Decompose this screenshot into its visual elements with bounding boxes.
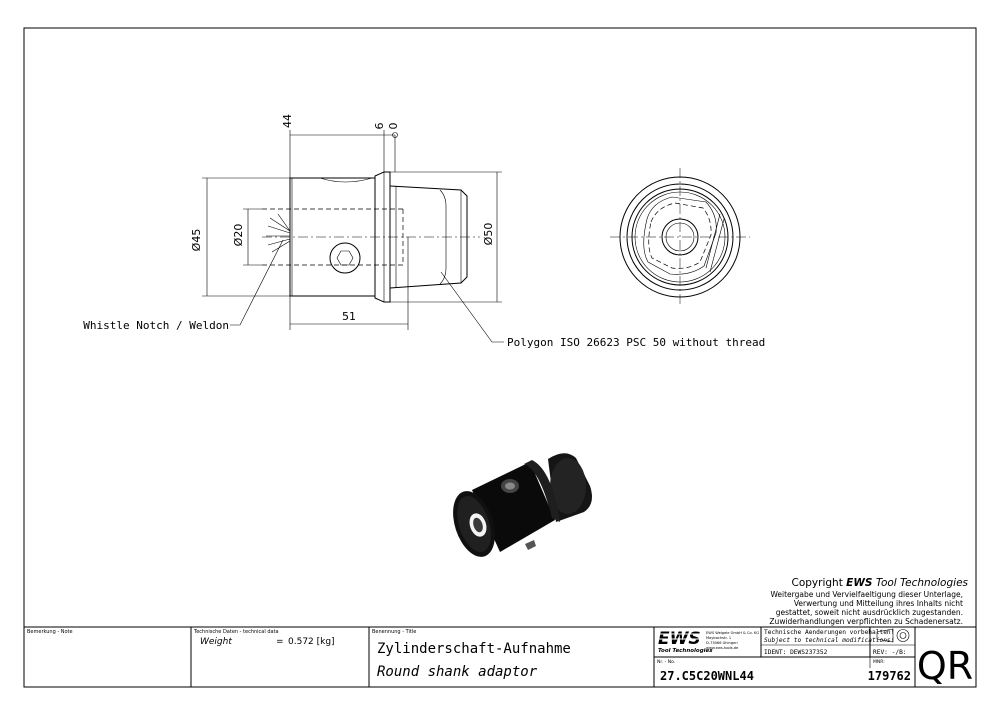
polygon-callout: Polygon ISO 26623 PSC 50 without thread <box>507 336 765 349</box>
copyright-title: Copyright EWS Tool Technologies <box>792 577 969 589</box>
dim-d45: Ø45 <box>190 177 290 297</box>
dim-44-label: 44 <box>281 114 294 128</box>
dim-d50: Ø50 <box>390 171 502 303</box>
weight-label: Weight <box>200 637 232 647</box>
qr-mark: QR <box>917 644 973 688</box>
company-line-1: EWS Weigele GmbH & Co. KG <box>706 631 759 635</box>
svg-text:Tool Technologies: Tool Technologies <box>658 648 713 654</box>
company-line-2: Maybachstr. 1 <box>706 636 731 640</box>
dim-d45-label: Ø45 <box>190 229 203 252</box>
copyright-line-3: gestattet, soweit nicht ausdrücklich zug… <box>776 608 963 617</box>
drawing-frame <box>23 27 977 688</box>
dim-51-label: 51 <box>342 310 356 323</box>
weight-value: 0.572 [kg] <box>288 637 335 647</box>
polygon-leader <box>440 271 504 343</box>
whistle-notch-leader <box>230 239 284 326</box>
copyright-line-1: Weitergabe und Vervielfaeltigung dieser … <box>770 590 963 599</box>
title-label: Benennung - Title <box>372 629 416 635</box>
copyright-line-4: Zuwiderhandlungen verpflichten zu Schade… <box>769 617 963 626</box>
copyright-line-2: Verwertung und Mitteilung ihres Inhalts … <box>794 599 963 608</box>
side-view <box>262 171 480 303</box>
part-number: 27.C5C20WNL44 <box>660 669 754 683</box>
dim-6-label: 6 <box>373 123 386 130</box>
dim-0-label: 0 <box>387 123 400 130</box>
end-view <box>610 168 750 306</box>
dim-d20: Ø20 <box>232 208 262 266</box>
product-3d-render <box>453 453 592 557</box>
dim-top: 44 6 0 <box>281 114 400 178</box>
ews-logo: EWS Tool Technologies <box>657 629 713 654</box>
title-block: Bemerkung - Note Technische Daten - tech… <box>24 626 976 688</box>
projection-symbol <box>876 628 910 643</box>
dim-d20-label: Ø20 <box>232 224 245 247</box>
revision: REV: -/B: <box>873 649 907 656</box>
mnr-number: 179762 <box>868 669 911 683</box>
changes-note-de: Technische Aenderungen vorbehalten! <box>764 629 894 636</box>
company-line-4: www.ews-tools.de <box>706 646 739 650</box>
changes-note-en: Subject to technical modifications! <box>764 636 894 644</box>
remark-label: Bemerkung - Note <box>27 629 73 635</box>
number-label: Nr. - No. <box>657 659 675 665</box>
technical-data-label: Technische Daten - technical data <box>193 629 279 635</box>
title-english: Round shank adaptor <box>377 664 538 680</box>
copyright-notice: Copyright EWS Tool Technologies Weiterga… <box>769 577 968 626</box>
dim-d50-label: Ø50 <box>482 223 495 246</box>
whistle-notch-callout: Whistle Notch / Weldon <box>83 319 229 332</box>
mnr-label: MNR: <box>873 659 885 665</box>
title-german: Zylinderschaft-Aufnahme <box>377 641 571 657</box>
company-line-3: D-73066 Uhingen <box>706 641 738 645</box>
ident-number: IDENT: DEWS237352 <box>764 649 828 656</box>
dim-51: 51 <box>289 237 409 330</box>
weight-eq: = <box>276 637 284 647</box>
